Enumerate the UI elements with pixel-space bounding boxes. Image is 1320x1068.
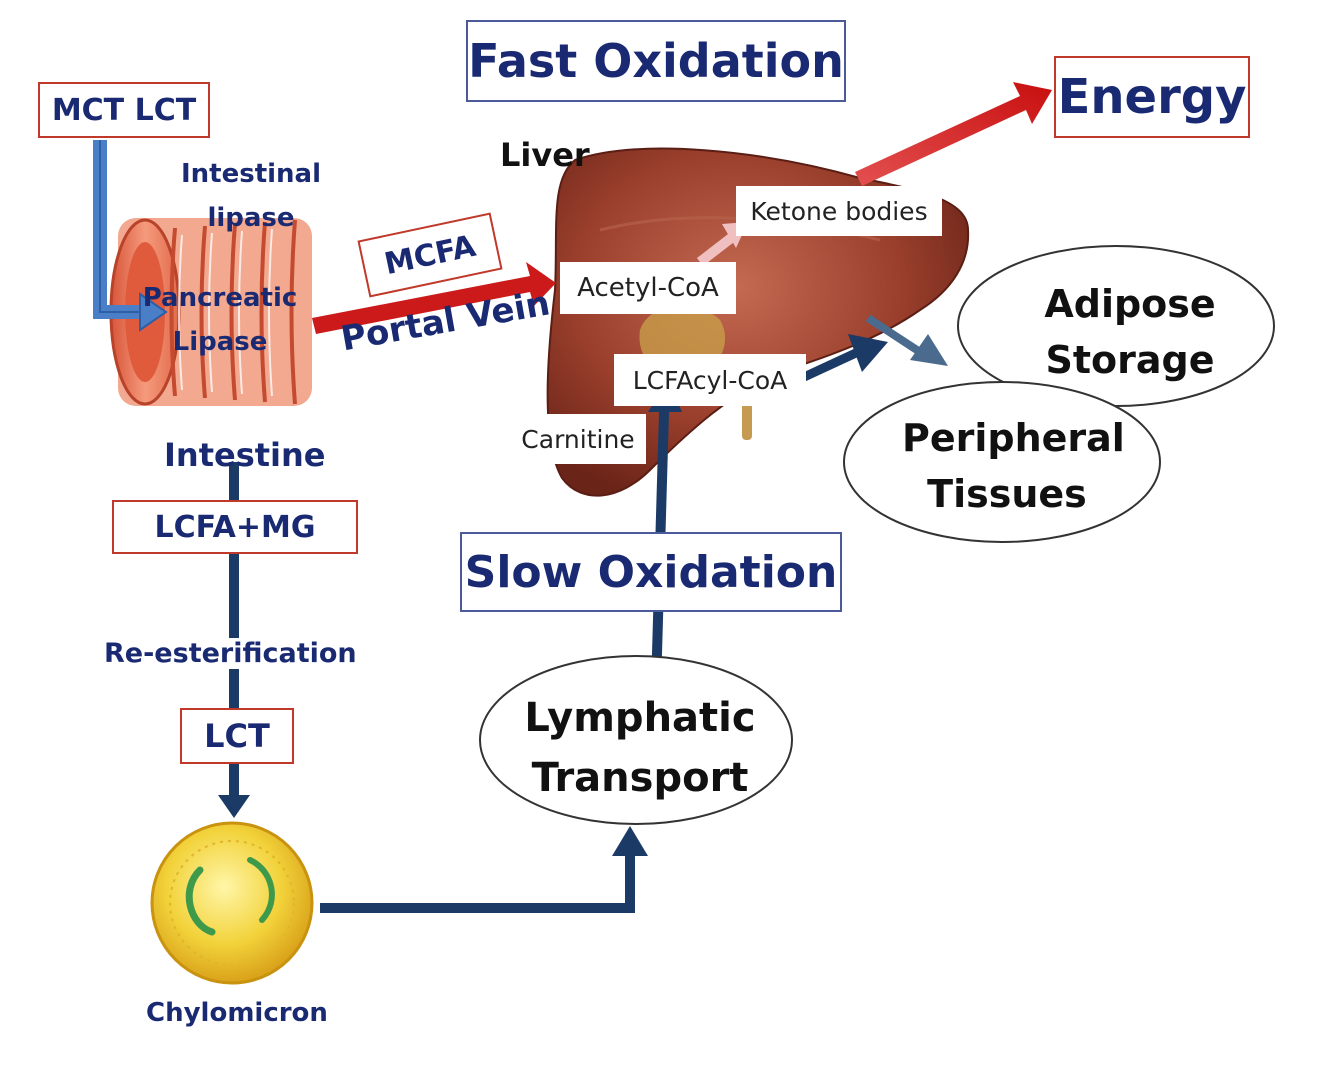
- liver-label: Liver: [500, 136, 590, 174]
- adipose-storage-label: Adipose Storage: [1044, 282, 1216, 382]
- lymphatic-transport-label: Lymphatic Transport: [524, 695, 756, 801]
- carnitine-box: Carnitine: [510, 414, 646, 464]
- pancreatic-lipase-label: Pancreatic Lipase: [142, 283, 298, 357]
- arrow-mct-to-intestine: [93, 140, 168, 332]
- ketone-bodies-box: Ketone bodies: [736, 186, 942, 236]
- mct-lct-box: MCT LCT: [38, 82, 210, 138]
- slow-oxidation-box: Slow Oxidation: [460, 532, 842, 612]
- arrow-chylomicron-to-lymphatic: [320, 826, 648, 913]
- lcfacyl-coa-box: LCFAcyl-CoA: [614, 354, 806, 406]
- arrow-portal-vein: [312, 262, 556, 334]
- intestine-illustration: [109, 218, 312, 406]
- lcfa-mg-box: LCFA+MG: [112, 500, 358, 554]
- re-esterification-label: Re-esterification: [104, 638, 357, 669]
- chylomicron-illustration: [150, 821, 314, 985]
- acetyl-coa-box: Acetyl-CoA: [560, 262, 736, 314]
- peripheral-tissues-label: Peripheral Tissues: [902, 416, 1125, 516]
- intestine-label: Intestine: [164, 436, 326, 474]
- lct-box: LCT: [180, 708, 294, 764]
- intestinal-lipase-label: Intestinal lipase: [180, 159, 322, 233]
- lymphatic-transport-ellipse: [479, 655, 793, 825]
- energy-box: Energy: [1054, 56, 1250, 138]
- arrow-to-energy: [855, 82, 1052, 186]
- arrow-liver-to-adipose: [865, 314, 948, 366]
- peripheral-tissues-ellipse: [843, 381, 1161, 543]
- fast-oxidation-box: Fast Oxidation: [466, 20, 846, 102]
- arrow-lcfacyl-to-peripheral: [800, 334, 888, 383]
- chylomicron-label: Chylomicron: [146, 998, 328, 1028]
